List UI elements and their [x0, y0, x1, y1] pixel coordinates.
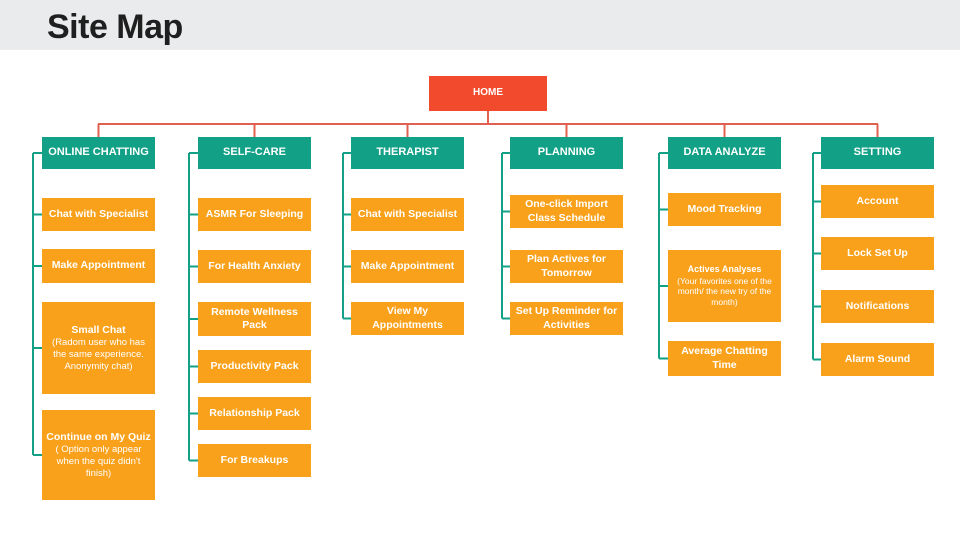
- item-label: Notifications: [845, 299, 910, 312]
- item-label: Make Appointment: [360, 259, 455, 272]
- item-label: Mood Tracking: [687, 202, 762, 215]
- item-label: Remote Wellness Pack: [211, 305, 298, 331]
- item-label: Alarm Sound: [844, 352, 911, 365]
- item-label: Small Chat: [71, 323, 126, 336]
- item-label: Plan Actives for Tomorrow: [527, 253, 606, 279]
- item-2-1[interactable]: Make Appointment: [351, 250, 464, 283]
- item-5-0[interactable]: Account: [821, 185, 934, 218]
- item-label: Continue on My Quiz: [46, 430, 151, 443]
- item-label: One-click Import Class Schedule: [525, 198, 608, 224]
- item-label: View My Appointments: [372, 305, 443, 331]
- item-label: Chat with Specialist: [357, 207, 458, 220]
- item-5-1[interactable]: Lock Set Up: [821, 237, 934, 270]
- item-1-1[interactable]: For Health Anxiety: [198, 250, 311, 283]
- item-label: Relationship Pack: [209, 406, 300, 419]
- item-note: ( Option only appear when the quiz didn'…: [55, 443, 142, 479]
- category-5[interactable]: SETTING: [821, 137, 934, 169]
- category-4[interactable]: DATA ANALYZE: [668, 137, 781, 169]
- item-0-0[interactable]: Chat with Specialist: [42, 198, 155, 231]
- item-0-1[interactable]: Make Appointment: [42, 249, 155, 283]
- page-title: Site Map: [47, 8, 183, 46]
- item-3-2[interactable]: Set Up Reminder for Activities: [510, 302, 623, 335]
- home-node[interactable]: HOME: [429, 76, 547, 111]
- item-label: Lock Set Up: [847, 246, 908, 259]
- item-1-5[interactable]: For Breakups: [198, 444, 311, 477]
- item-label: ASMR For Sleeping: [205, 207, 304, 220]
- item-4-2[interactable]: Average Chatting Time: [668, 341, 781, 376]
- item-1-3[interactable]: Productivity Pack: [198, 350, 311, 383]
- item-3-1[interactable]: Plan Actives for Tomorrow: [510, 250, 623, 283]
- item-label: Actives Analyses: [687, 264, 762, 275]
- item-2-2[interactable]: View My Appointments: [351, 302, 464, 335]
- item-label: For Breakups: [220, 453, 289, 466]
- item-note: (Radom user who has the same experience.…: [52, 336, 145, 372]
- category-3[interactable]: PLANNING: [510, 137, 623, 169]
- item-1-4[interactable]: Relationship Pack: [198, 397, 311, 430]
- item-5-3[interactable]: Alarm Sound: [821, 343, 934, 376]
- item-4-0[interactable]: Mood Tracking: [668, 193, 781, 226]
- item-5-2[interactable]: Notifications: [821, 290, 934, 323]
- item-0-2[interactable]: Small Chat(Radom user who has the same e…: [42, 302, 155, 394]
- title-bar: [0, 0, 960, 50]
- item-note: (Your favorites one of the month/ the ne…: [677, 275, 772, 307]
- item-label: Chat with Specialist: [48, 207, 149, 220]
- item-label: Make Appointment: [51, 259, 146, 272]
- item-3-0[interactable]: One-click Import Class Schedule: [510, 195, 623, 228]
- item-label: Account: [856, 194, 899, 207]
- item-0-3[interactable]: Continue on My Quiz( Option only appear …: [42, 410, 155, 500]
- category-0[interactable]: ONLINE CHATTING: [42, 137, 155, 169]
- item-label: For Health Anxiety: [208, 259, 301, 272]
- item-1-0[interactable]: ASMR For Sleeping: [198, 198, 311, 231]
- item-label: Productivity Pack: [210, 359, 299, 372]
- category-1[interactable]: SELF-CARE: [198, 137, 311, 169]
- item-4-1[interactable]: Actives Analyses(Your favorites one of t…: [668, 250, 781, 322]
- category-2[interactable]: THERAPIST: [351, 137, 464, 169]
- item-label: Set Up Reminder for Activities: [515, 305, 618, 331]
- item-1-2[interactable]: Remote Wellness Pack: [198, 302, 311, 336]
- item-label: Average Chatting Time: [681, 345, 768, 371]
- item-2-0[interactable]: Chat with Specialist: [351, 198, 464, 231]
